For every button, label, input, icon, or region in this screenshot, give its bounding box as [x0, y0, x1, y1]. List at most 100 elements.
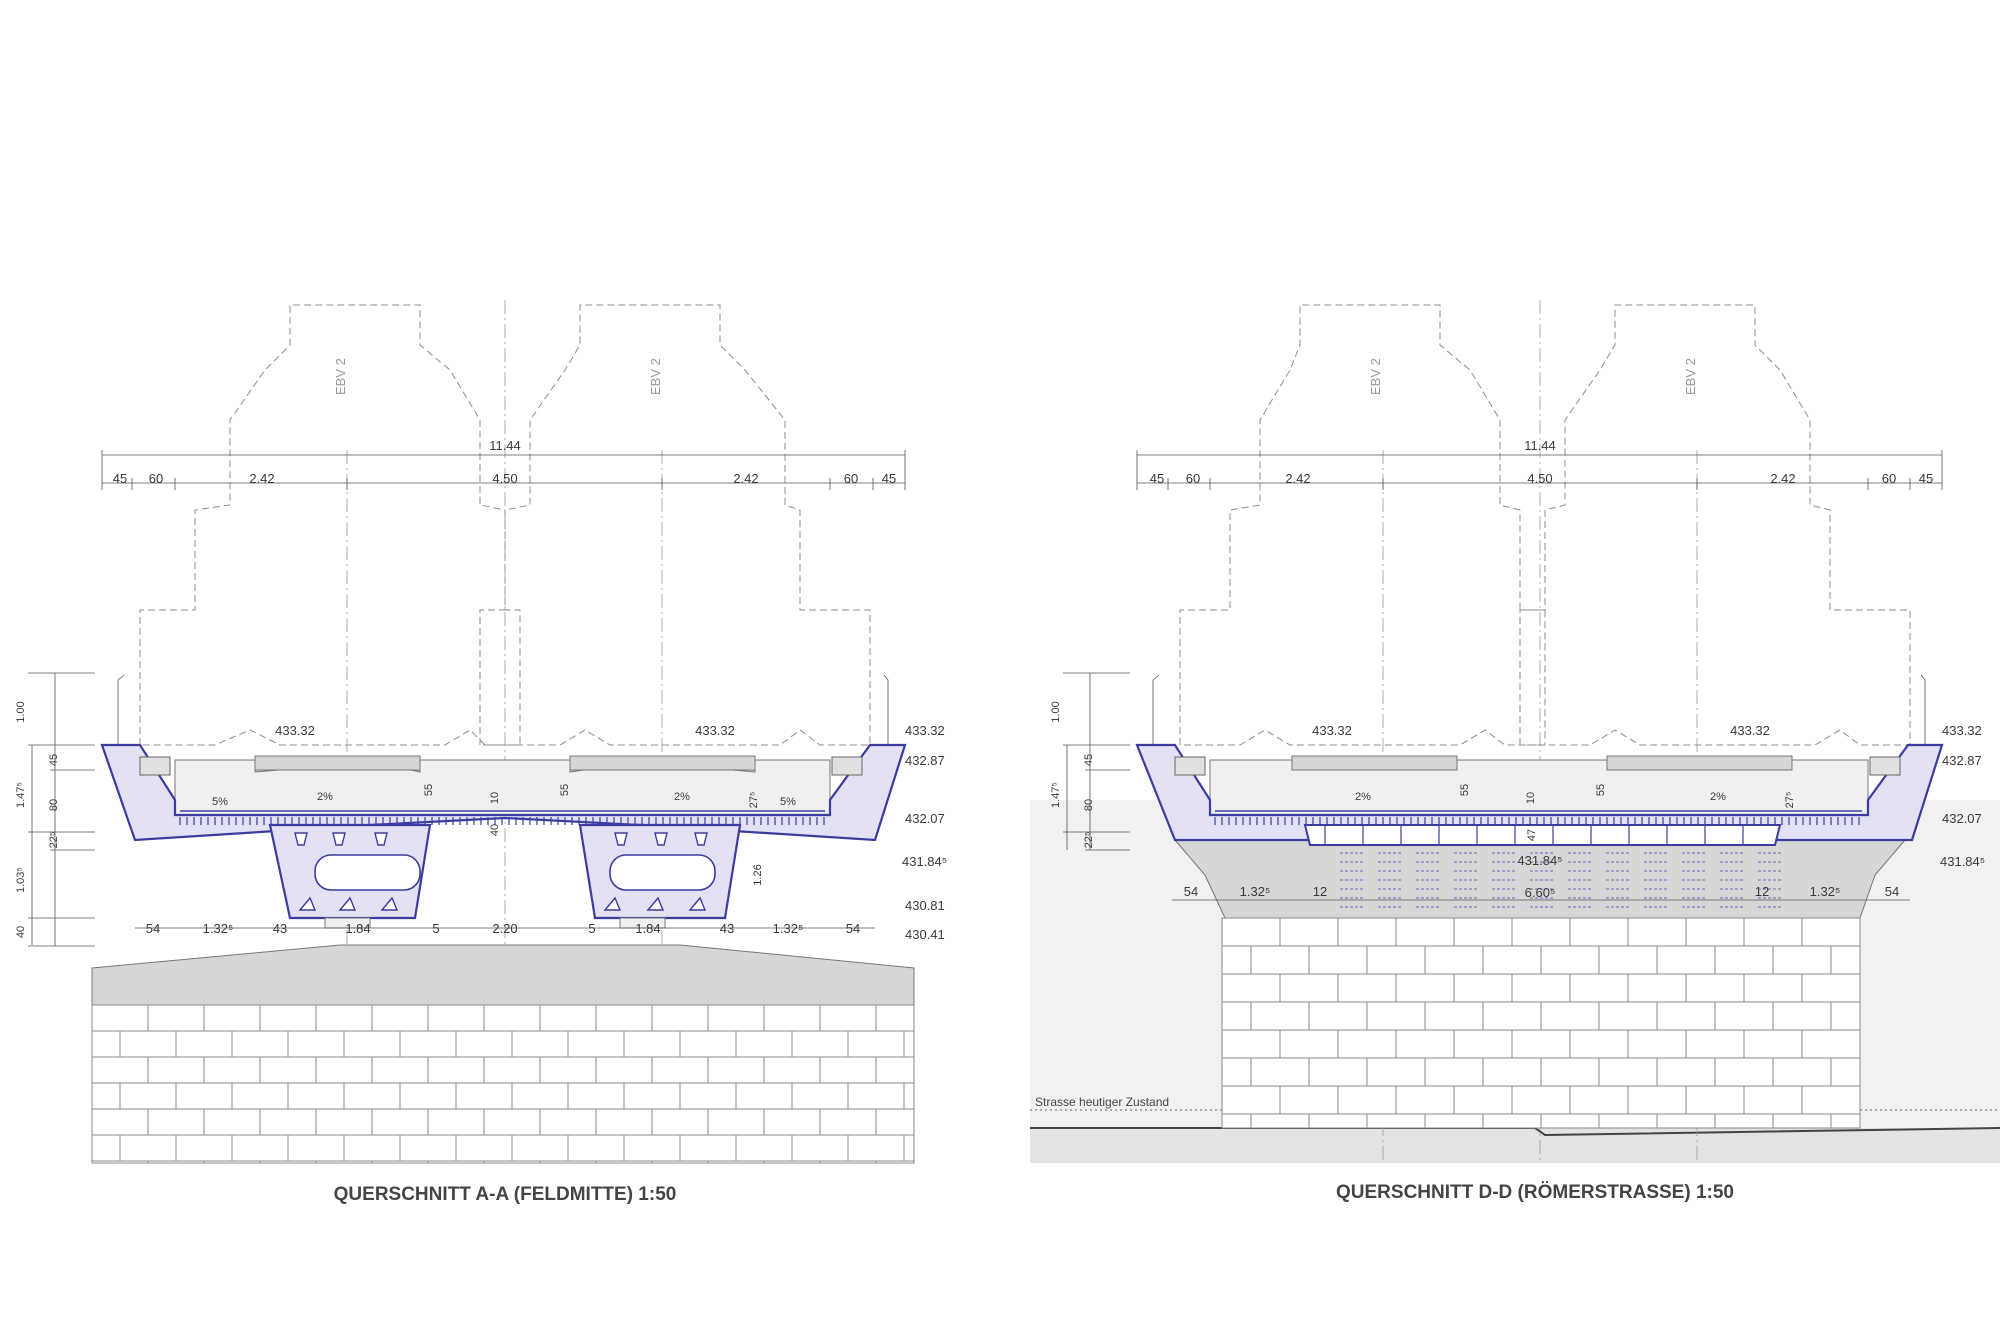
bottom-dim-d6: 54: [1885, 884, 1899, 899]
slope-1: 5%: [212, 796, 228, 808]
top-dim-6: 60: [844, 471, 858, 486]
elev-3: 432.07: [905, 811, 945, 826]
elev-1: 433.32: [905, 723, 945, 738]
vdim-4: 22⁵: [48, 832, 60, 849]
cable-duct-left: [139, 756, 171, 776]
tendon-ducts: [294, 832, 708, 911]
top-dim-d1: 45: [1150, 471, 1164, 486]
top-dim-d6: 60: [1882, 471, 1896, 486]
elev-2: 432.87: [905, 753, 945, 768]
inner-dim-4: 27⁵: [748, 792, 760, 809]
vdim-d2: 45: [1083, 754, 1095, 766]
pier-cap: [91, 944, 915, 1006]
bottom-dim-d4: 12: [1755, 884, 1769, 899]
elevation-markers: 433.32 432.87 432.07 431.84⁵ 430.81 430.…: [902, 723, 947, 942]
vdim-7: 40: [15, 926, 27, 938]
vdim-3: 80: [48, 799, 60, 811]
bottom-dim-1: 54: [146, 921, 160, 936]
masonry-joints: [92, 1004, 914, 1163]
clearance-profile-left-d: [1179, 304, 1546, 746]
inner-dim-d4: 27⁵: [1784, 792, 1796, 809]
top-dim-d2: 60: [1186, 471, 1200, 486]
top-dim-d5: 2.42: [1770, 471, 1795, 486]
vdim-d3: 80: [1083, 799, 1095, 811]
railing-left-d: [1152, 674, 1160, 745]
bottom-dim-8: 1.84: [635, 921, 660, 936]
section-d-d: Strasse heutiger Zustand EBV 2 EBV 2 11.…: [1030, 300, 2000, 1203]
sleeper-block-left-d: [1291, 755, 1458, 771]
rail-level-left: 433.32: [275, 723, 315, 738]
elev-d1: 433.32: [1942, 723, 1982, 738]
bottom-dim-10: 1.32⁵: [773, 921, 804, 936]
overall-width-d: 11.44: [1524, 438, 1556, 453]
overall-width: 11.44: [489, 438, 521, 453]
slope-d1: 2%: [1355, 791, 1371, 803]
cable-duct-right-d: [1869, 756, 1901, 776]
cable-duct-left-d: [1174, 756, 1206, 776]
bottom-dim-3: 43: [273, 921, 287, 936]
vdim-6: 1.03⁵: [15, 867, 27, 893]
railing-left: [117, 674, 125, 745]
inner-dim-d2: 10: [1525, 792, 1537, 804]
clearance-profile-right-d: [1519, 304, 1911, 746]
section-a-a: EBV 2 EBV 2 11.44 45 60 2.42 4.50 2.42 6…: [15, 300, 947, 1205]
rail-level-right: 433.32: [695, 723, 735, 738]
cable-duct-right: [831, 756, 863, 776]
top-dim-2: 60: [149, 471, 163, 486]
top-dim-7: 45: [882, 471, 896, 486]
vert-dim-ticks-d: [1063, 672, 1130, 851]
bottom-dim-d3: 12: [1313, 884, 1327, 899]
elev-4: 431.84⁵: [902, 854, 947, 869]
section-title-a: QUERSCHNITT A-A (FELDMITTE) 1:50: [334, 1184, 677, 1205]
top-dim-1: 45: [113, 471, 127, 486]
vdim-d5: 1.47⁵: [1050, 782, 1062, 808]
railing-right: [883, 674, 889, 745]
vehicle-label-right: EBV 2: [648, 358, 663, 395]
section-title-d: QUERSCHNITT D-D (RÖMERSTRASSE) 1:50: [1336, 1182, 1734, 1203]
crossbeam: [1173, 839, 1907, 919]
vert-dim-ticks: [28, 672, 95, 947]
masonry-pier: [91, 1004, 915, 1164]
inner-dim-1: 55: [423, 784, 435, 796]
vehicle-label-left: EBV 2: [333, 358, 348, 395]
vdim-d1: 1.00: [1050, 701, 1062, 722]
inner-dim-2: 10: [489, 792, 501, 804]
top-dim-d7: 45: [1919, 471, 1933, 486]
inner-dim-d6: 6.60⁵: [1525, 885, 1556, 900]
masonry-joints-d: [1222, 917, 1860, 1128]
inner-dim-d5: 47: [1526, 829, 1538, 841]
bottom-dim-7: 5: [588, 921, 595, 936]
bottom-dim-9: 43: [720, 921, 734, 936]
girder-void-right: [609, 854, 716, 891]
dim-ticks-top: [101, 450, 906, 490]
girder-void-left: [314, 854, 421, 891]
rebar-row-d: [1214, 817, 1860, 825]
top-dim-d3: 2.42: [1285, 471, 1310, 486]
inner-dim-d1: 55: [1459, 784, 1471, 796]
road-surface: [1030, 1128, 2000, 1163]
rail-level-right-d: 433.32: [1730, 723, 1770, 738]
railing-right-d: [1920, 674, 1926, 745]
inner-dim-d3: 55: [1595, 784, 1607, 796]
elev-d4: 431.84⁵: [1940, 854, 1985, 869]
slope-2: 2%: [317, 791, 333, 803]
top-dim-4: 4.50: [492, 471, 517, 486]
clearance-profile-right: [479, 304, 871, 746]
clearance-profile-left: [139, 304, 521, 746]
inner-dim-6: 1.26: [752, 864, 764, 885]
sleeper-block-left: [254, 755, 421, 771]
bottom-dim-6: 2.20: [492, 921, 517, 936]
elev-d3: 432.07: [1942, 811, 1982, 826]
bottom-dim-4: 1.84: [345, 921, 370, 936]
vdim-d4: 22⁵: [1083, 832, 1095, 849]
top-dim-3: 2.42: [249, 471, 274, 486]
top-dim-d4: 4.50: [1527, 471, 1552, 486]
elev-6: 430.41: [905, 927, 945, 942]
elev-5: 430.81: [905, 898, 945, 913]
bottom-dim-d2: 1.32⁵: [1240, 884, 1271, 899]
slope-3: 2%: [674, 791, 690, 803]
road-note: Strasse heutiger Zustand: [1035, 1095, 1169, 1109]
sleeper-block-right-d: [1606, 755, 1793, 771]
top-dim-5: 2.42: [733, 471, 758, 486]
rebar-grid: [1324, 825, 1782, 908]
